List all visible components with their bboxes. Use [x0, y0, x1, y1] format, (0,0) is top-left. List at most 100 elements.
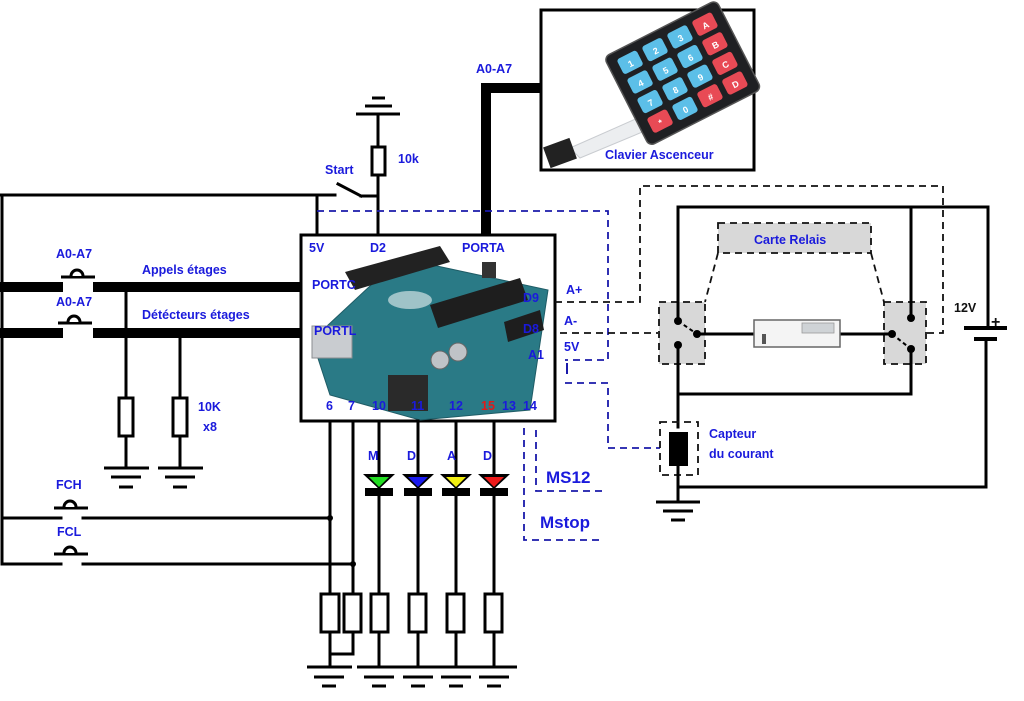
pin-11-label: 11 — [411, 399, 424, 413]
keypad-key — [722, 71, 748, 95]
led-color — [484, 477, 504, 487]
start-resistor-label: 10k — [398, 152, 419, 166]
keypad-key — [692, 12, 718, 36]
start-switch-label: Start — [325, 163, 354, 177]
a-minus-label: A- — [564, 314, 577, 328]
keypad-bus-wire — [481, 83, 541, 235]
led-cathode-bar — [365, 488, 393, 496]
current-sense-line — [565, 382, 660, 449]
fcl-limit-switch — [62, 545, 78, 554]
led-color — [408, 477, 428, 487]
pin-a1-label: A1 — [528, 348, 544, 362]
keypad-key-label: # — [706, 91, 715, 102]
keypad-key — [642, 38, 668, 62]
port-l-label: PORTL — [314, 324, 357, 338]
led-1: D — [402, 449, 434, 496]
pin-d9-label: D9 — [523, 291, 539, 305]
pin-14-label: 14 — [523, 399, 537, 413]
calls-button-label: A0-A7 — [56, 247, 92, 261]
sensor-label-line2: du courant — [709, 447, 774, 461]
keypad-key-label: 0 — [681, 104, 690, 115]
pin-10-label: 10 — [372, 399, 386, 413]
detectors-bus-label: Détécteurs étages — [142, 308, 250, 322]
pin-5v-label: 5V — [309, 241, 325, 255]
pulldown-resistor — [117, 396, 135, 438]
start-circuit: 10k Start — [0, 96, 419, 237]
calls-bus-label: Appels étages — [142, 263, 227, 277]
keypad-connector — [543, 137, 577, 169]
led-2: A — [440, 449, 472, 496]
led-d-resistor — [407, 592, 428, 634]
pulldown-value-label: 10K — [198, 400, 221, 414]
motor-circuit: Capteur du courant 12V + — [656, 205, 1007, 522]
relay-board-label: Carte Relais — [754, 233, 826, 247]
keypad-key — [652, 57, 678, 81]
mstop-line — [523, 428, 602, 541]
keypad-key-label: 8 — [671, 85, 680, 96]
keypad-bus-label: A0-A7 — [476, 62, 512, 76]
led-m-resistor — [369, 592, 390, 634]
keypad-key-label: 9 — [696, 72, 705, 83]
supply-polarity-label: + — [991, 314, 1000, 331]
pin-12-label: 12 — [449, 399, 463, 413]
keypad-key-label: 5 — [661, 65, 670, 76]
sensor-label-line1: Capteur — [709, 427, 756, 441]
fcl-label: FCL — [57, 525, 82, 539]
relay-board: Carte Relais — [658, 222, 927, 365]
ms12-label: MS12 — [546, 468, 590, 487]
keypad-key — [677, 44, 703, 69]
a-plus-control-line — [555, 185, 944, 334]
led-d2-resistor — [483, 592, 504, 634]
calls-pushbutton — [69, 268, 85, 277]
port-c-label: PORTC — [312, 278, 356, 292]
led-0: M — [363, 449, 395, 496]
keypad-key-label: * — [657, 117, 665, 128]
fch-limit-switch — [62, 499, 78, 508]
keypad-key-label: B — [710, 39, 721, 51]
left-inputs: A0-A7 Appels étages A0-A7 Détécteurs éta… — [0, 193, 355, 566]
ms12-line — [535, 430, 602, 492]
keypad-key-label: A — [700, 19, 711, 31]
led-3: D — [478, 449, 510, 496]
keypad-key — [672, 96, 698, 120]
keypad-key-label: 4 — [636, 78, 645, 89]
keypad-key — [637, 90, 663, 114]
pin-porta-label: PORTA — [462, 241, 505, 255]
relay-board-box — [717, 222, 872, 254]
pin-13-label: 13 — [502, 399, 516, 413]
current-sensor — [669, 432, 688, 466]
detectors-button-label: A0-A7 — [56, 295, 92, 309]
keypad-key-label: 3 — [676, 33, 685, 44]
keypad-label: Clavier Ascenceur — [605, 148, 714, 162]
led-label: D — [407, 449, 416, 463]
keypad-key-label: 1 — [626, 58, 635, 69]
keypad-key — [647, 109, 673, 133]
keypad-key-label: 7 — [646, 97, 655, 108]
keypad-key — [712, 51, 738, 75]
keypad-key — [617, 50, 643, 74]
fch-label: FCH — [56, 478, 82, 492]
led-cathode-bar — [404, 488, 432, 496]
led-color — [446, 477, 466, 487]
mstop-label: Mstop — [540, 513, 590, 532]
five-v-dashed-line — [317, 210, 609, 361]
led-label: M — [368, 449, 378, 463]
keypad-key — [662, 77, 688, 101]
supply-voltage-label: 12V — [954, 301, 977, 315]
keypad-key — [697, 84, 723, 108]
keypad-key-label: 2 — [651, 45, 660, 56]
led-a-resistor — [445, 592, 466, 634]
led-label: A — [447, 449, 456, 463]
pin-7-label: 7 — [348, 399, 355, 413]
pin6-resistor — [319, 592, 341, 634]
linear-actuator — [753, 319, 841, 348]
bottom-resistors — [307, 592, 517, 688]
pin-d8-label: D8 — [523, 322, 539, 336]
pin-6-label: 6 — [326, 399, 333, 413]
pin-d2-label: D2 — [370, 241, 386, 255]
keypad-key-label: C — [720, 59, 731, 71]
pulldown-resistor — [171, 396, 189, 438]
arduino-board: 5V D2 PORTA PORTC PORTL D9 D8 A1 6 7 10 … — [299, 233, 557, 423]
